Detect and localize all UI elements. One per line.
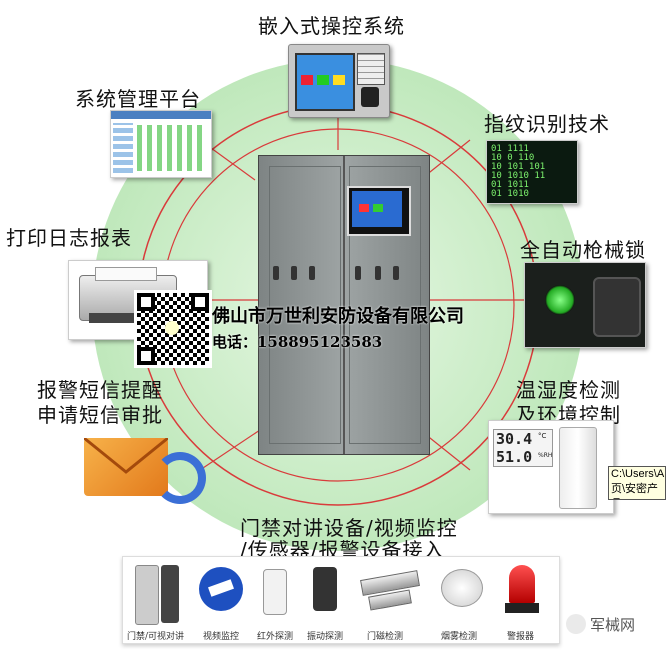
vibration-sensor-icon bbox=[313, 567, 337, 611]
sms-image bbox=[70, 430, 218, 514]
brand-name: 军械网 bbox=[590, 616, 636, 634]
humidity-value: 51.0 bbox=[496, 448, 533, 466]
green-light-icon bbox=[545, 285, 575, 315]
keypad-icon bbox=[357, 53, 385, 85]
device-label-smoke: 烟雾检测 bbox=[441, 632, 478, 642]
device-label-intercom: 门禁/可视对讲 bbox=[127, 632, 185, 642]
fingerprint-image: 01 1111 10 0 110 10 101 101 10 1010 11 0… bbox=[486, 140, 578, 204]
dehumidifier-icon bbox=[559, 427, 597, 509]
label-auto-gun-lock: 全自动枪械锁 bbox=[520, 238, 646, 262]
device-label-alarm: 警报器 bbox=[507, 632, 535, 642]
thermo-image: 30.4 °C 51.0 %RH bbox=[488, 420, 614, 514]
device-label-video: 视频监控 bbox=[203, 632, 240, 642]
camera-icon bbox=[199, 567, 243, 611]
qr-code bbox=[134, 290, 212, 368]
alarm-siren-icon bbox=[509, 565, 535, 603]
binary-text: 01 1111 10 0 110 10 101 101 10 1010 11 0… bbox=[491, 144, 546, 199]
temp-value: 30.4 bbox=[496, 430, 533, 448]
keypad-reader-icon bbox=[161, 565, 179, 623]
label-alarm-sms-1: 报警短信提醒 bbox=[37, 378, 163, 402]
gun-cabinet bbox=[258, 155, 430, 455]
envelope-icon bbox=[83, 436, 169, 496]
fingerprint-reader-icon bbox=[361, 87, 379, 107]
thermo-display: 30.4 °C 51.0 %RH bbox=[493, 429, 553, 467]
smoke-detector-icon bbox=[441, 569, 483, 607]
wechat-icon bbox=[566, 614, 586, 634]
company-watermark: 佛山市万世利安防设备有限公司 bbox=[212, 306, 464, 327]
refresh-arrow-icon bbox=[154, 452, 206, 504]
device-label-door: 门磁检测 bbox=[367, 632, 404, 642]
label-access-1: 门禁对讲设备/视频监控 bbox=[240, 516, 458, 540]
label-management-platform: 系统管理平台 bbox=[75, 87, 201, 111]
embedded-panel-image bbox=[288, 44, 390, 118]
path-tooltip: C:\Users\A 页\安密产品 bbox=[608, 466, 666, 500]
device-label-infrared: 红外探测 bbox=[257, 632, 294, 642]
management-screen-image bbox=[110, 110, 212, 178]
device-strip: 门禁/可视对讲 视频监控 红外探测 振动探测 门磁检测 烟雾检测 警报器 bbox=[122, 556, 560, 644]
label-alarm-sms-2: 申请短信审批 bbox=[37, 403, 163, 427]
label-print-logs: 打印日志报表 bbox=[6, 226, 132, 250]
label-fingerprint: 指纹识别技术 bbox=[484, 112, 610, 136]
label-env-control-1: 温湿度检测 bbox=[516, 378, 621, 402]
phone-watermark: 电话：15889512358​3 bbox=[212, 333, 383, 351]
cabinet-screen bbox=[347, 186, 411, 236]
gun-lock-image bbox=[524, 262, 646, 348]
device-label-vibration: 振动探测 bbox=[307, 632, 344, 642]
lock-icon bbox=[273, 266, 279, 280]
infrared-sensor-icon bbox=[263, 569, 287, 615]
intercom-icon bbox=[135, 565, 159, 625]
panel-screen bbox=[295, 53, 355, 111]
label-embedded-control: 嵌入式操控系统 bbox=[258, 14, 405, 38]
